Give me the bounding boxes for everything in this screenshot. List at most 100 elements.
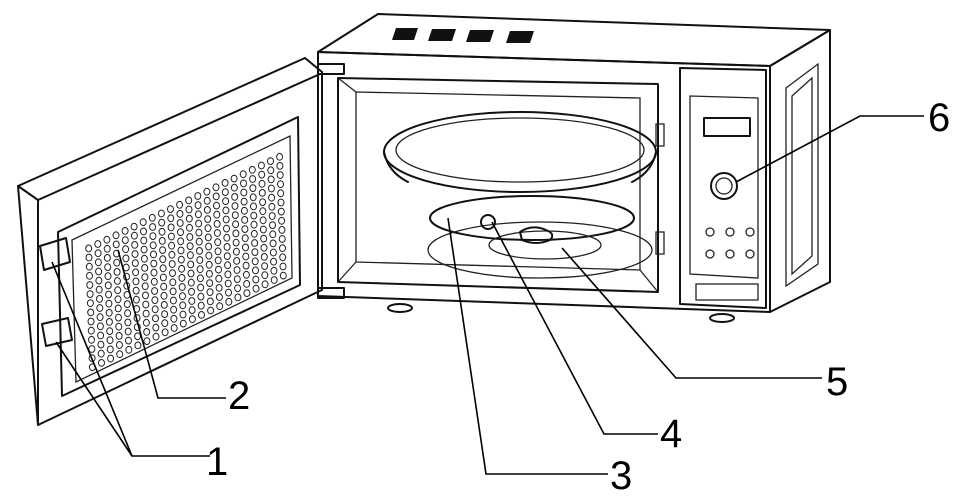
vent-hole — [132, 295, 140, 304]
vent-hole — [239, 170, 247, 179]
vent-hole — [251, 248, 259, 257]
vent-hole — [203, 196, 211, 205]
vent-hole — [122, 245, 130, 254]
vent-hole — [134, 332, 142, 341]
vent-hole — [94, 249, 102, 258]
vent-hole — [243, 289, 251, 298]
vent-hole — [150, 259, 158, 268]
vent-hole — [249, 175, 257, 183]
vent-hole — [194, 210, 202, 219]
vent-hole — [231, 193, 239, 201]
vent-hole — [242, 243, 249, 252]
vent-hole — [114, 304, 122, 313]
vent-hole — [215, 293, 223, 301]
callout-2-label: 2 — [228, 374, 251, 418]
vent-hole — [142, 300, 150, 309]
vent-hole — [179, 310, 187, 319]
vent-hole — [187, 269, 195, 278]
vent-hole — [279, 262, 287, 271]
vent-hole — [258, 189, 266, 197]
vent-hole — [151, 305, 159, 314]
vent-hole — [161, 328, 169, 337]
vent-hole — [250, 211, 258, 220]
vent-hole — [269, 239, 277, 248]
vent-hole — [160, 301, 168, 309]
vent-hole — [106, 327, 114, 336]
vent-hole — [241, 225, 249, 234]
vent-hole — [185, 205, 193, 214]
vent-hole — [261, 280, 269, 289]
vent-hole — [279, 253, 287, 262]
vent-hole — [150, 277, 158, 286]
vent-hole — [132, 277, 140, 286]
vent-hole — [258, 179, 266, 188]
vent-hole — [205, 242, 213, 251]
vent-hole — [270, 276, 278, 284]
vent-hole — [105, 308, 113, 317]
vent-hole — [140, 236, 148, 245]
leader-lines — [51, 115, 924, 475]
vent-hole — [215, 284, 223, 292]
door-latch-upper — [39, 237, 71, 271]
vent-hole — [216, 302, 224, 311]
vent-hole — [103, 244, 111, 253]
vent-hole — [169, 269, 176, 278]
vent-hole — [269, 230, 277, 239]
callout-3-label: 3 — [610, 454, 633, 498]
vent-hole — [248, 165, 256, 174]
vent-hole — [149, 232, 157, 241]
vent-hole — [158, 237, 166, 245]
vent-hole — [87, 308, 95, 317]
vent-hole — [278, 235, 286, 243]
leader-5 — [561, 247, 822, 379]
vent-hole — [279, 271, 287, 280]
vent-hole — [223, 243, 231, 251]
vent-hole — [167, 232, 175, 241]
vent-hole — [121, 227, 129, 235]
vent-hole — [267, 184, 275, 193]
vent-hole — [104, 281, 112, 290]
vent-hole — [214, 238, 222, 247]
vent-hole — [231, 211, 239, 220]
vent-hole — [232, 229, 240, 238]
vent-hole — [196, 265, 204, 274]
vent-hole — [170, 305, 178, 314]
vent-hole — [125, 345, 133, 354]
vent-hole — [196, 256, 204, 264]
vent-hole — [143, 337, 151, 346]
vent-hole — [207, 306, 215, 315]
vent-hole — [96, 295, 103, 303]
vent-hole — [178, 283, 186, 291]
vent-hole — [204, 224, 212, 233]
vent-hole — [234, 293, 242, 302]
vent-hole — [234, 284, 242, 293]
vent-hole — [86, 271, 93, 280]
vent-hole — [168, 250, 176, 259]
callout-5-label: 5 — [826, 360, 849, 404]
vent-hole — [242, 261, 250, 270]
vent-hole — [178, 274, 186, 282]
vent-hole — [105, 299, 113, 308]
vent-hole — [150, 250, 157, 259]
vent-hole — [241, 216, 249, 224]
vent-hole — [95, 267, 103, 276]
vent-hole — [143, 328, 151, 336]
vent-hole — [203, 206, 211, 214]
vent-hole — [139, 218, 147, 227]
vent-hole — [277, 180, 284, 189]
vent-hole — [195, 228, 203, 237]
vent-hole — [188, 306, 196, 315]
vent-hole — [148, 213, 156, 222]
vent-hole — [232, 220, 240, 229]
vent-hole — [267, 175, 275, 184]
turntable-coupler — [519, 226, 554, 244]
vent-hole — [267, 166, 275, 175]
vent-hole — [269, 221, 276, 230]
vent-hole — [206, 288, 214, 297]
vent-hole — [113, 277, 121, 285]
vent-hole — [177, 237, 185, 246]
vent-hole — [240, 179, 247, 188]
vent-hole — [276, 171, 284, 179]
vent-hole — [85, 262, 93, 271]
